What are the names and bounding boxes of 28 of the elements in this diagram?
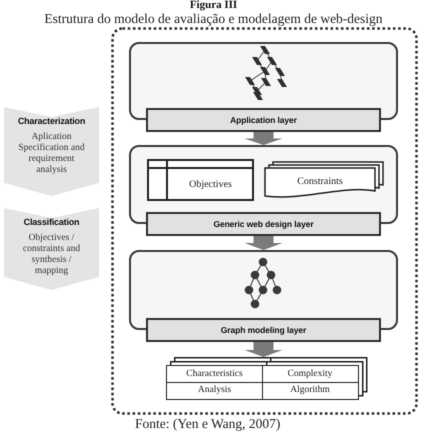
layer-title-bar: Generic web design layer xyxy=(146,212,381,236)
chevron-shape xyxy=(4,107,99,196)
table-cell: Characteristics xyxy=(166,365,263,383)
node-label: Constraints xyxy=(297,176,343,188)
dashed-frame xyxy=(111,27,418,415)
table-stack xyxy=(166,357,368,400)
table-cell: Algorithm xyxy=(262,382,358,400)
step-title: Classification xyxy=(24,217,80,228)
node-label: Objectives xyxy=(189,178,232,190)
table-cell: Analysis xyxy=(166,382,263,400)
figure-number: Figura III xyxy=(190,0,238,11)
layer-title-bar: Graph modeling layer xyxy=(146,318,381,342)
document-stack-shape xyxy=(264,161,385,199)
layer-panel xyxy=(129,42,398,132)
step-description: Aplication Specification and requirement analysis xyxy=(17,132,86,176)
step-title: Characterization xyxy=(18,116,86,127)
layer-panel xyxy=(129,250,398,342)
diagram-title: Estrutura do modelo de avaliação e modelagem de web-design xyxy=(44,12,383,26)
block-arrow xyxy=(244,132,282,145)
caption: Fonte: (Yen e Wang, 2007) xyxy=(135,416,280,431)
layer-panel xyxy=(129,145,398,236)
table-cell: Complexity xyxy=(262,365,358,383)
block-arrow xyxy=(244,236,282,250)
step-description: Objectives / constraints and synthesis / mapping xyxy=(22,233,82,277)
block-arrow xyxy=(244,342,282,357)
table-frame xyxy=(147,159,254,201)
chevron-shape xyxy=(4,208,99,290)
layer-title-bar: Application layer xyxy=(146,108,381,132)
